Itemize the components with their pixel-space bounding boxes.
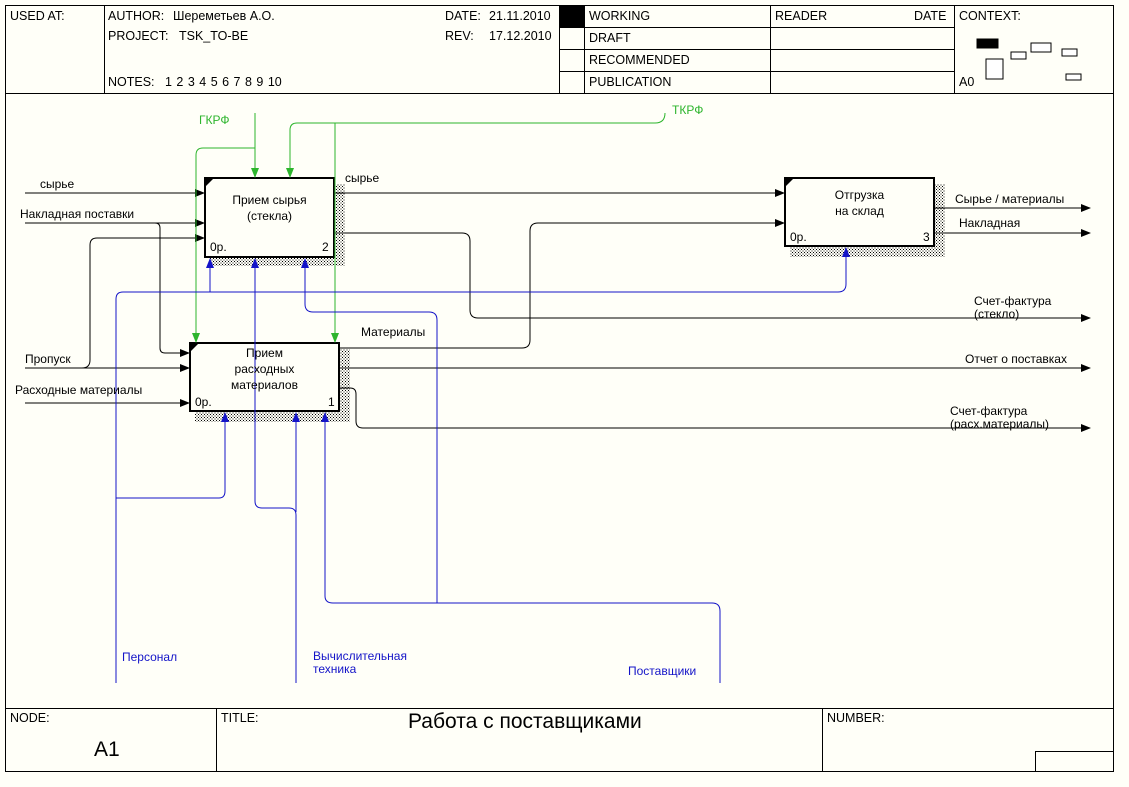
rev-label: REV: (445, 29, 474, 43)
status-recommended: RECOMMENDED (589, 53, 690, 67)
output-label-invoice-glass: Счет-фактура (стекло) (974, 294, 1052, 321)
block-1-cost: 0р. (195, 395, 212, 409)
context-label: CONTEXT: (959, 9, 1021, 23)
project-label: PROJECT: (108, 29, 169, 43)
mechanism-label-staff: Персонал (122, 650, 178, 664)
mechanism-label-suppliers: Поставщики (628, 664, 697, 678)
date-label: DATE: (445, 9, 481, 23)
date-value: 21.11.2010 (489, 9, 551, 23)
diagram-title: Работа с поставщиками (408, 710, 642, 733)
control-label-gkrf: ГКРФ (199, 113, 230, 127)
reader-label: READER (775, 9, 828, 23)
input-label-invoice: Накладная поставки (20, 207, 135, 221)
block-3-name: Отгрузка на склад (834, 188, 885, 218)
block-3-cost: 0р. (790, 230, 807, 244)
input-label-consumables: Расходные материалы (15, 383, 143, 397)
input-label-raw: сырье (40, 177, 75, 191)
status-working: WORKING (589, 9, 651, 23)
block-3-number: 3 (923, 230, 930, 244)
form-border (5, 5, 1114, 772)
author-value: Шереметьев А.О. (173, 9, 275, 23)
used-at-label: USED AT: (10, 9, 65, 23)
input-label-pass: Пропуск (25, 352, 71, 366)
status-publication: PUBLICATION (589, 75, 672, 89)
output-label-report: Отчет о поставках (965, 352, 1067, 366)
number-label: NUMBER: (827, 711, 885, 725)
node-value: A1 (94, 738, 120, 761)
output-label-invoice: Накладная (959, 216, 1021, 230)
notes-label: NOTES: (108, 75, 155, 89)
project-value: TSK_TO-BE (179, 29, 249, 43)
working-marker (560, 6, 584, 27)
author-label: AUTHOR: (108, 9, 165, 23)
activity-blocks (189, 177, 935, 412)
status-draft: DRAFT (589, 31, 631, 45)
output-label-invoice-consumables: Счет-фактура (расх.материалы) (950, 404, 1050, 431)
rev-value: 17.12.2010 (489, 29, 552, 43)
block-2-cost: 0р. (210, 240, 227, 254)
block-2-name: Прием сырья (стекла) (232, 193, 307, 223)
title-label: TITLE: (221, 711, 259, 725)
reader-date-label: DATE (914, 9, 947, 23)
notes-value: 1 2 3 4 5 6 7 8 9 10 (165, 75, 282, 89)
block-1-number: 1 (328, 395, 335, 409)
internal-label-raw: сырье (345, 171, 380, 185)
block-2-number: 2 (322, 240, 329, 254)
context-node: A0 (959, 75, 975, 89)
control-label-tkrf: ТКРФ (672, 103, 704, 117)
mechanism-label-computers: Вычислительная техника (313, 649, 407, 676)
context-map (976, 38, 1082, 81)
node-label: NODE: (10, 711, 50, 725)
internal-label-materials: Материалы (361, 325, 426, 339)
output-label-raw-materials: Сырье / материалы (955, 192, 1065, 206)
block-1-name: Прием расходных материалов (231, 346, 298, 392)
